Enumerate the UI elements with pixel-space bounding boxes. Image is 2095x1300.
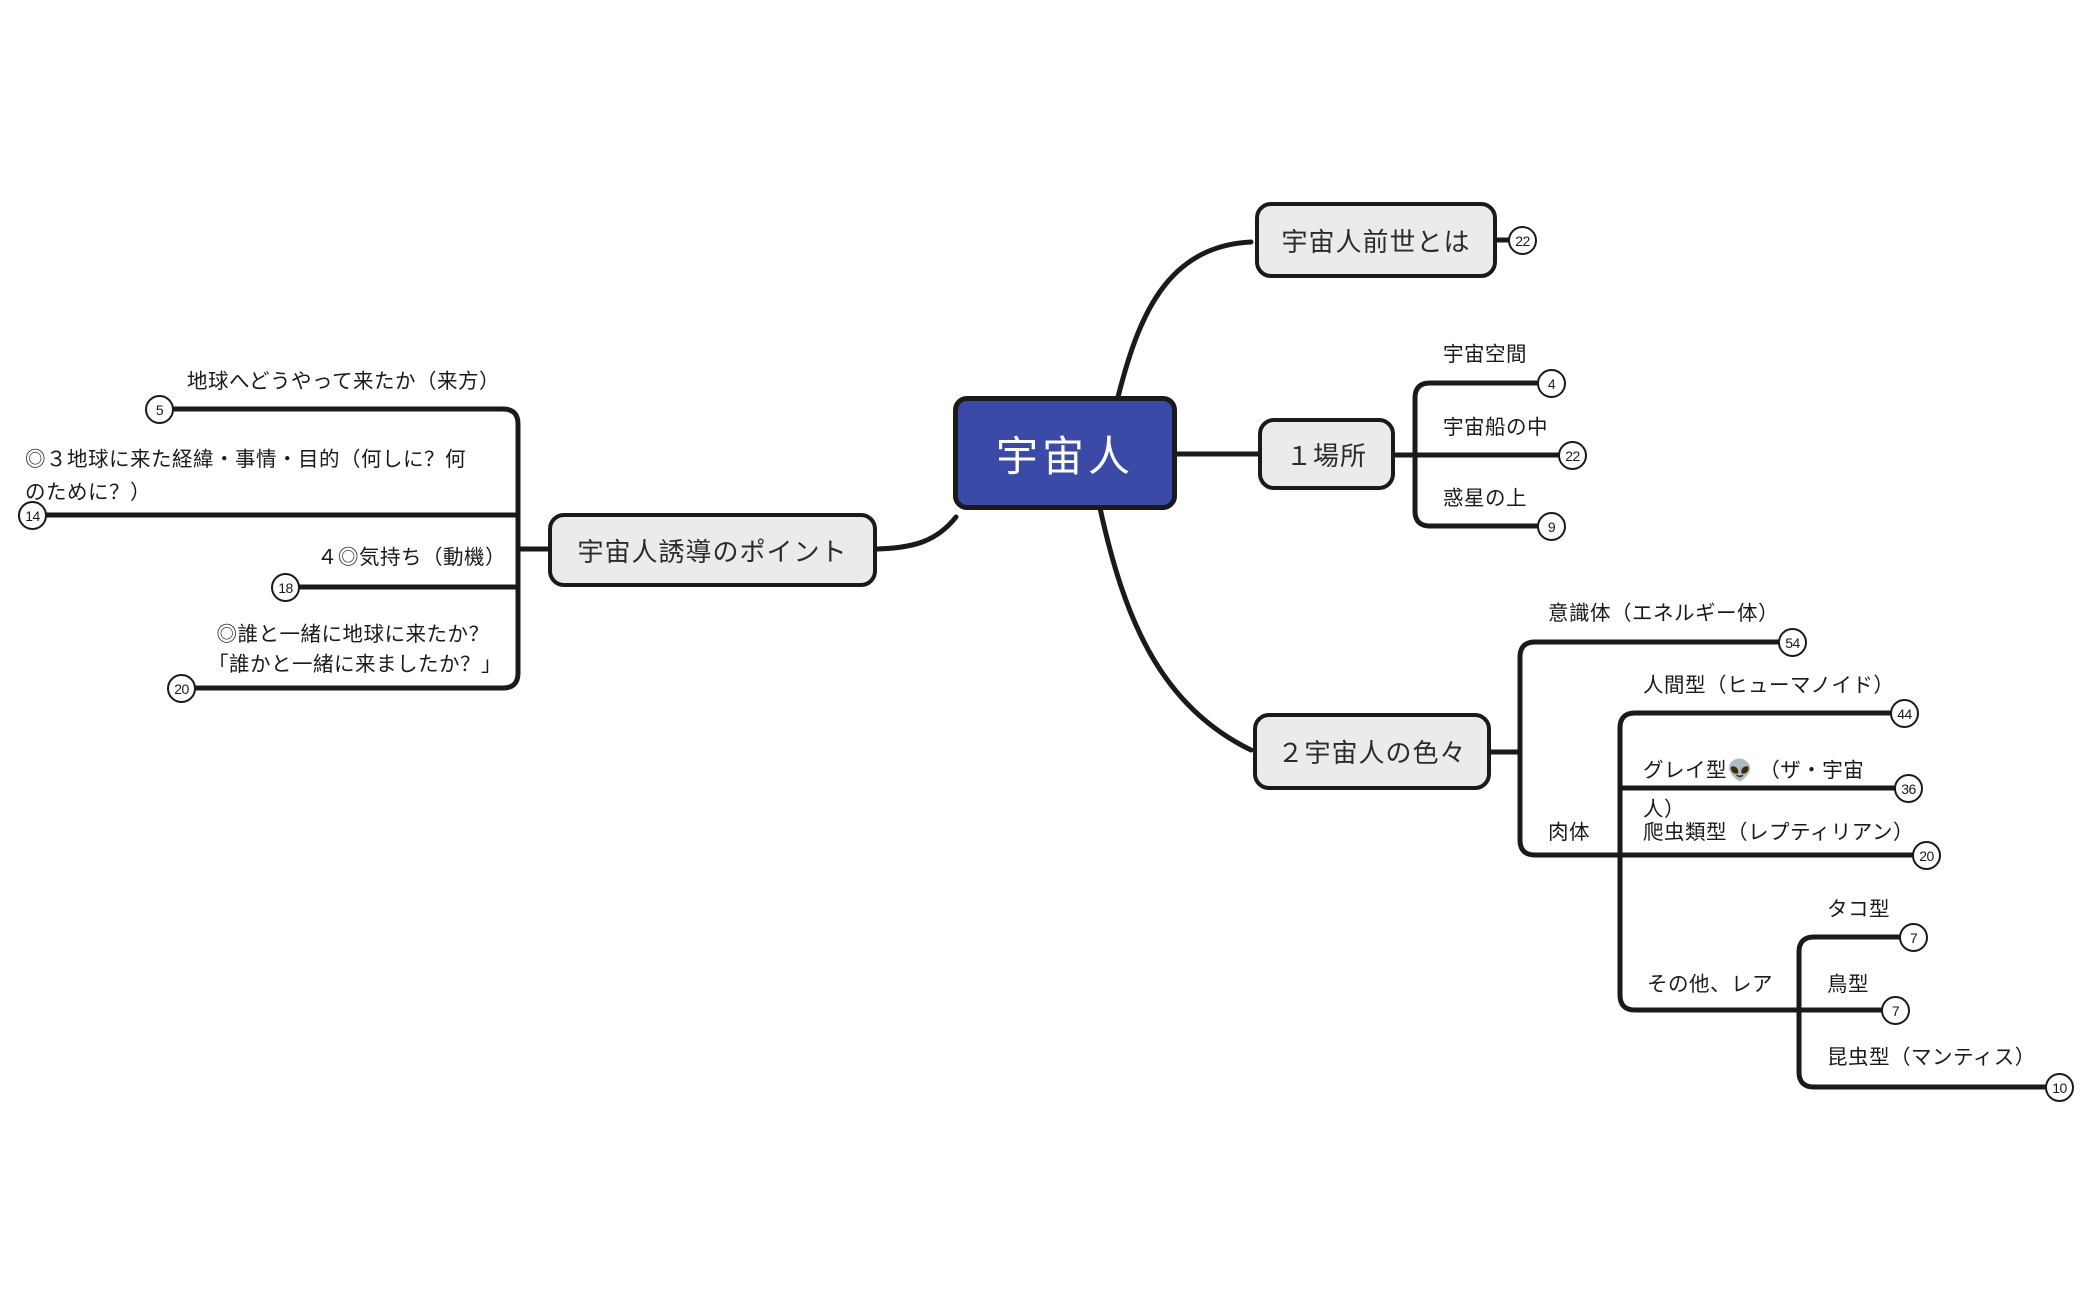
badge-humanoid-count[interactable]: 44	[1890, 699, 1919, 728]
node-label: ２宇宙人の色々	[1277, 738, 1467, 768]
badge-previous-life-count[interactable]: 22	[1508, 226, 1537, 255]
node-consciousness-body[interactable]: 意識体（エネルギー体）	[1548, 602, 1779, 625]
node-on-planet[interactable]: 惑星の上	[1443, 487, 1527, 510]
badge-feelings-count[interactable]: 18	[271, 573, 300, 602]
node-gray-type[interactable]: グレイ型👽 （ザ・宇宙 人）	[1643, 759, 1865, 821]
node-place[interactable]: １場所	[1258, 418, 1395, 490]
node-label: １場所	[1285, 440, 1367, 471]
node-humanoid[interactable]: 人間型（ヒューマノイド）	[1643, 674, 1895, 697]
node-mantis-type[interactable]: 昆虫型（マンティス）	[1827, 1046, 2036, 1069]
branch-nikutai-trunk	[1617, 710, 1895, 1013]
branch-iroiro-trunk	[1517, 639, 1917, 858]
badge-on-planet-count[interactable]: 9	[1537, 512, 1566, 541]
node-label: 宇宙人誘導のポイント	[577, 536, 848, 567]
node-reptilian[interactable]: 爬虫類型（レプティリアン）	[1643, 821, 1914, 844]
badge-bird-count[interactable]: 7	[1881, 996, 1910, 1025]
connector-root-to-iroiro	[1097, 505, 1254, 753]
node-feelings-motive[interactable]: ４◎気持ち（動機）	[317, 546, 506, 569]
node-alien-previous-life[interactable]: 宇宙人前世とは	[1255, 202, 1497, 278]
node-bird-type[interactable]: 鳥型	[1827, 973, 1869, 996]
badge-how-came-count[interactable]: 5	[145, 395, 174, 424]
node-label: 宇宙人前世とは	[1281, 226, 1471, 257]
node-root-label: 宇宙人	[995, 432, 1134, 480]
badge-space-count[interactable]: 4	[1537, 369, 1566, 398]
badge-inside-ship-count[interactable]: 22	[1558, 441, 1587, 470]
badge-who-with-count[interactable]: 20	[167, 674, 196, 703]
badge-consciousness-count[interactable]: 54	[1778, 628, 1807, 657]
node-how-came-to-earth[interactable]: 地球へどうやって来たか（来方）	[187, 370, 500, 393]
node-physical-body[interactable]: 肉体	[1548, 821, 1590, 844]
badge-octopus-count[interactable]: 7	[1899, 923, 1928, 952]
connector-yudo-to-root	[874, 514, 959, 552]
badge-gray-count[interactable]: 36	[1894, 774, 1923, 803]
node-space[interactable]: 宇宙空間	[1443, 343, 1527, 366]
node-circumstances-purpose[interactable]: ◎３地球に来た経緯・事情・目的（何しに？何 のために？）	[25, 448, 466, 504]
badge-reptilian-count[interactable]: 20	[1912, 841, 1941, 870]
node-who-came-with[interactable]: ◎誰と一緒に地球に来たか？ 「誰かと一緒に来ましたか？」	[208, 623, 502, 676]
badge-mantis-count[interactable]: 10	[2045, 1073, 2074, 1102]
badge-circumstances-count[interactable]: 14	[18, 501, 47, 530]
node-octopus-type[interactable]: タコ型	[1827, 898, 1890, 921]
branch-sonota-trunk	[1796, 934, 2050, 1090]
node-inside-ship[interactable]: 宇宙船の中	[1443, 416, 1548, 439]
connector-root-to-zense	[1115, 239, 1254, 400]
node-alien-varieties[interactable]: ２宇宙人の色々	[1253, 713, 1491, 790]
node-other-rare[interactable]: その他、レア	[1647, 973, 1773, 996]
node-root-aliens[interactable]: 宇宙人	[953, 396, 1177, 510]
node-alien-guidance-points[interactable]: 宇宙人誘導のポイント	[548, 513, 877, 587]
